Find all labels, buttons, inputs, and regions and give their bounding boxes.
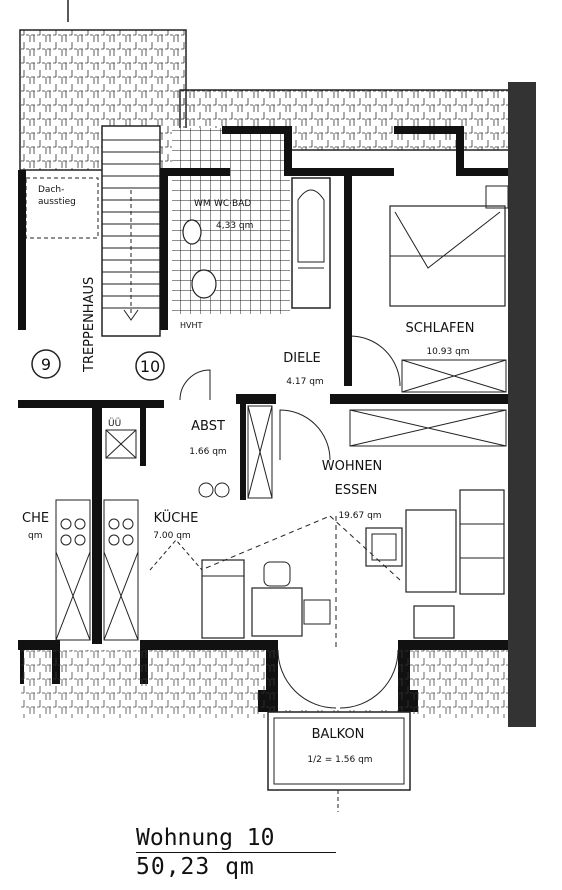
wohnen-area: 19.67 qm	[338, 511, 381, 521]
side-table-icon	[413, 605, 455, 639]
unit-10-label: 10	[140, 357, 160, 376]
unit-9-label: 9	[41, 355, 51, 374]
apartment-title: Wohnung 10	[136, 825, 275, 851]
kueche-left-area: qm	[28, 531, 42, 541]
schlafen-label: SCHLAFEN	[406, 321, 475, 336]
hvht-label: HVHT	[180, 321, 203, 330]
door-swing-entrance	[179, 369, 211, 401]
roof-area-bottom	[20, 650, 510, 718]
cupboard-abst	[247, 405, 273, 499]
dining-table-icon	[251, 587, 303, 637]
wm-label: WM	[194, 199, 211, 209]
door-swing-bedroom	[349, 335, 401, 387]
living-cabinet	[349, 409, 507, 447]
balcony-floor	[278, 650, 398, 710]
essen-label: ESSEN	[335, 483, 378, 498]
kueche-left-label: CHE	[22, 511, 49, 526]
dachausstieg-label-2: ausstieg	[38, 197, 76, 207]
floor-plan: Dach- ausstieg TREPPENHAUS 9 10 WM WC·BA…	[18, 0, 536, 812]
unit-9-marker	[31, 349, 61, 379]
kueche-area: 7.00 qm	[153, 531, 190, 541]
schlafen-area: 10.93 qm	[426, 347, 469, 357]
balkon-area: 1/2 = 1.56 qm	[307, 755, 372, 765]
kitchen-counter	[103, 499, 139, 641]
wc-bad-label: WC·BAD	[214, 199, 251, 209]
fridge-icon	[201, 559, 245, 639]
unit-10-marker	[135, 351, 165, 381]
wc-bad-area: 4,33 qm	[216, 221, 253, 231]
kueche-label: KÜCHE	[154, 509, 199, 526]
wohnen-label: WOHNEN	[322, 459, 383, 474]
staircase	[101, 125, 161, 337]
kitchen-sink-icon	[198, 482, 230, 498]
diele-label: DIELE	[283, 351, 321, 366]
wardrobe-bedroom	[401, 359, 507, 393]
balcony	[267, 711, 411, 791]
stove-icon	[108, 518, 134, 546]
treppenhaus-label: TREPPENHAUS	[82, 277, 97, 373]
sink-icon	[191, 269, 217, 299]
diele-area: 4.17 qm	[286, 377, 323, 387]
balcony-door-swing	[277, 649, 399, 709]
door-swing-living	[279, 409, 331, 461]
coffee-table-icon	[405, 509, 457, 593]
bathroom-tiles-upper	[228, 130, 290, 174]
apartment-area: 50,23 qm	[136, 852, 336, 881]
balkon-label: BALKON	[312, 727, 365, 742]
apartment-caption: Wohnung 10 50,23 qm	[136, 824, 336, 881]
toilet-icon	[182, 219, 202, 245]
abst-label: ABST	[191, 419, 225, 434]
uu-label: ÜÜ	[108, 418, 121, 429]
dachausstieg-label-1: Dach-	[38, 185, 64, 195]
sofa-icon	[459, 489, 505, 595]
abst-area: 1.66 qm	[189, 447, 226, 457]
